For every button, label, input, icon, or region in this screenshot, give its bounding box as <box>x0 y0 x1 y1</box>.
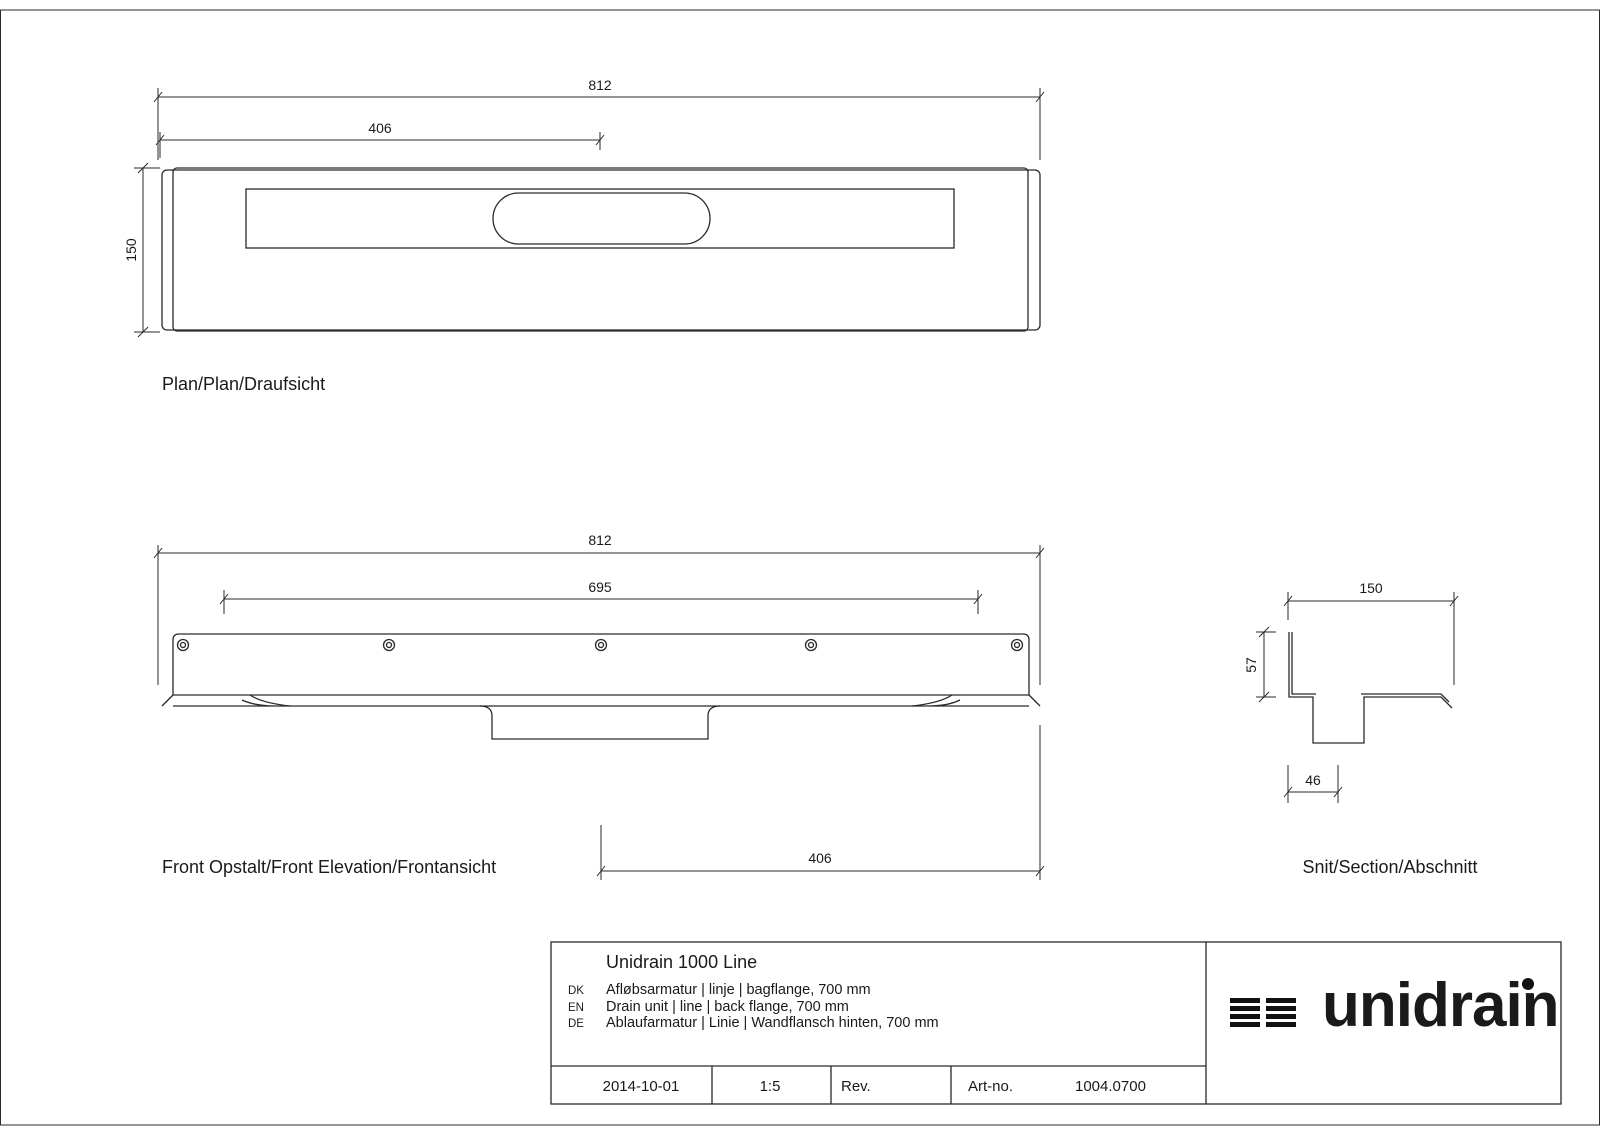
logo-wordmark: unidrain <box>1322 971 1559 1040</box>
section-view-label: Snit/Section/Abschnitt <box>1302 857 1477 877</box>
section-dim-outlet-label: 46 <box>1305 772 1321 788</box>
description-en: Drain unit | line | back flange, 700 mm <box>606 999 849 1015</box>
plan-outer-flange <box>161 169 1041 331</box>
lang-code-dk: DK <box>568 985 584 997</box>
front-dim-holes: 695 <box>219 579 983 614</box>
title-block: Unidrain 1000 Line DK Afløbsarmatur | li… <box>550 941 1562 1105</box>
description-de: Ablaufarmatur | Linie | Wandflansch hint… <box>606 1015 939 1031</box>
section-dim-height-label: 57 <box>1243 657 1259 673</box>
front-dim-holes-label: 695 <box>588 579 612 595</box>
plan-view-label: Plan/Plan/Draufsicht <box>162 374 325 394</box>
description-dk: Afløbsarmatur | linje | bagflange, 700 m… <box>606 982 871 998</box>
lang-code-en: EN <box>568 1002 584 1014</box>
plan-dim-width: 150 <box>123 162 160 338</box>
sheet-border <box>0 9 1600 1126</box>
front-elevation-view: 812 695 <box>153 532 1045 880</box>
plan-view: 812 406 150 Plan/Plan/Draufsicht <box>123 77 1045 394</box>
section-dim-width-label: 150 <box>1359 580 1383 596</box>
front-back-flange <box>172 633 1030 695</box>
logo-bars-icon <box>1230 998 1296 1027</box>
front-dim-half: 406 <box>596 725 1045 880</box>
front-outlet <box>479 705 721 740</box>
section-profile <box>1288 632 1453 744</box>
drawing-scale: 1:5 <box>760 1078 781 1095</box>
section-dim-outlet: 46 <box>1283 765 1343 803</box>
lang-code-de: DE <box>568 1018 584 1030</box>
plan-outlet-slot <box>492 192 711 245</box>
plan-inner-body <box>172 167 1029 332</box>
plan-dim-half-label: 406 <box>368 120 392 136</box>
front-dim-half-label: 406 <box>808 850 832 866</box>
plan-dim-half: 406 <box>155 120 605 158</box>
plan-dim-overall-label: 812 <box>588 77 612 93</box>
front-screw-holes <box>176 638 1024 652</box>
revision-label: Rev. <box>841 1078 871 1095</box>
front-dim-overall-label: 812 <box>588 532 612 548</box>
plan-dim-overall: 812 <box>153 77 1045 160</box>
section-dim-width: 150 <box>1283 580 1459 685</box>
article-number: 1004.0700 <box>1075 1078 1146 1095</box>
plan-dim-width-label: 150 <box>123 238 139 262</box>
front-view-label: Front Opstalt/Front Elevation/Frontansic… <box>162 857 496 877</box>
section-view: 150 57 46 Snit/Section/Abschnitt <box>1243 580 1478 877</box>
article-number-label: Art-no. <box>968 1078 1013 1095</box>
drawing-date: 2014-10-01 <box>603 1078 680 1095</box>
section-dim-height: 57 <box>1243 626 1276 703</box>
product-title: Unidrain 1000 Line <box>606 952 757 972</box>
front-dim-overall: 812 <box>153 532 1045 685</box>
front-channel-bottom <box>173 699 1029 707</box>
unidrain-logo: unidrain <box>1230 971 1560 1040</box>
logo-registered-mark-icon <box>1522 978 1534 990</box>
plan-channel <box>245 188 955 249</box>
